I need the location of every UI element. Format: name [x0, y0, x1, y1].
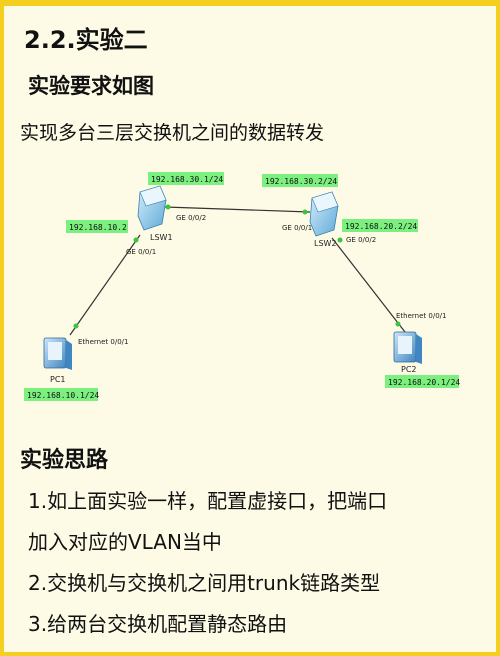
pc1-port: Ethernet 0/0/1	[78, 338, 128, 346]
step-2: 2.交换机与交换机之间用trunk链路类型	[28, 571, 381, 595]
link-lsw1-lsw2	[164, 206, 311, 213]
lsw1-port-down: GE 0/0/1	[126, 248, 156, 256]
thinking-title: 实验思路	[20, 448, 109, 473]
pc1-name: PC1	[50, 375, 66, 384]
ip-label-bg	[262, 174, 338, 187]
pc-icon	[393, 331, 422, 364]
ip-label-bg	[148, 172, 224, 185]
pc1-ip: 192.168.10.1/24	[27, 391, 99, 400]
pc2-name: PC2	[401, 365, 417, 374]
step-1-line-2: 加入对应的VLAN当中	[28, 530, 222, 554]
lsw1-port-right: GE 0/0/2	[176, 214, 206, 222]
lsw2-port-down: GE 0/0/2	[346, 236, 376, 244]
lsw2-ip-right: 192.168.20.2/24	[345, 222, 417, 231]
requirement-description: 实现多台三层交换机之间的数据转发	[20, 122, 325, 144]
ip-label-bg	[24, 388, 98, 401]
port-dot	[337, 237, 343, 243]
switch-icon	[309, 191, 339, 237]
port-dot	[395, 321, 401, 327]
requirement-title: 实验要求如图	[28, 74, 154, 98]
lsw1-ip-upper: 192.168.30.1/24	[151, 175, 223, 184]
step-3: 3.给两台交换机配置静态路由	[28, 612, 288, 636]
lsw2-name: LSW2	[314, 239, 337, 248]
lsw2-ip-upper: 192.168.30.2/24	[265, 177, 337, 186]
port-dot	[133, 237, 139, 243]
link-lsw1-pc1	[69, 234, 141, 336]
section-title: 2.2.实验二	[24, 26, 148, 54]
ip-label-bg	[66, 220, 128, 233]
port-dot	[165, 204, 171, 210]
pc2-port: Ethernet 0/0/1	[396, 312, 446, 320]
lsw2-port-left: GE 0/0/1	[282, 224, 312, 232]
port-dot	[302, 209, 308, 215]
switch-icon	[137, 185, 167, 231]
ip-label-bg	[385, 375, 459, 388]
network-topology-diagram: 192.168.30.1/24 192.168.30.2/24 192.168.…	[24, 172, 460, 401]
link-lsw2-pc2	[331, 237, 406, 333]
step-1-line-1: 1.如上面实验一样，配置虚接口，把端口	[28, 489, 388, 513]
lsw1-ip-left: 192.168.10.2	[69, 223, 127, 232]
pc-icon	[43, 337, 72, 370]
lsw1-name: LSW1	[150, 233, 173, 242]
pc2-ip: 192.168.20.1/24	[388, 378, 460, 387]
ip-label-bg	[342, 219, 418, 232]
port-dot	[73, 323, 79, 329]
